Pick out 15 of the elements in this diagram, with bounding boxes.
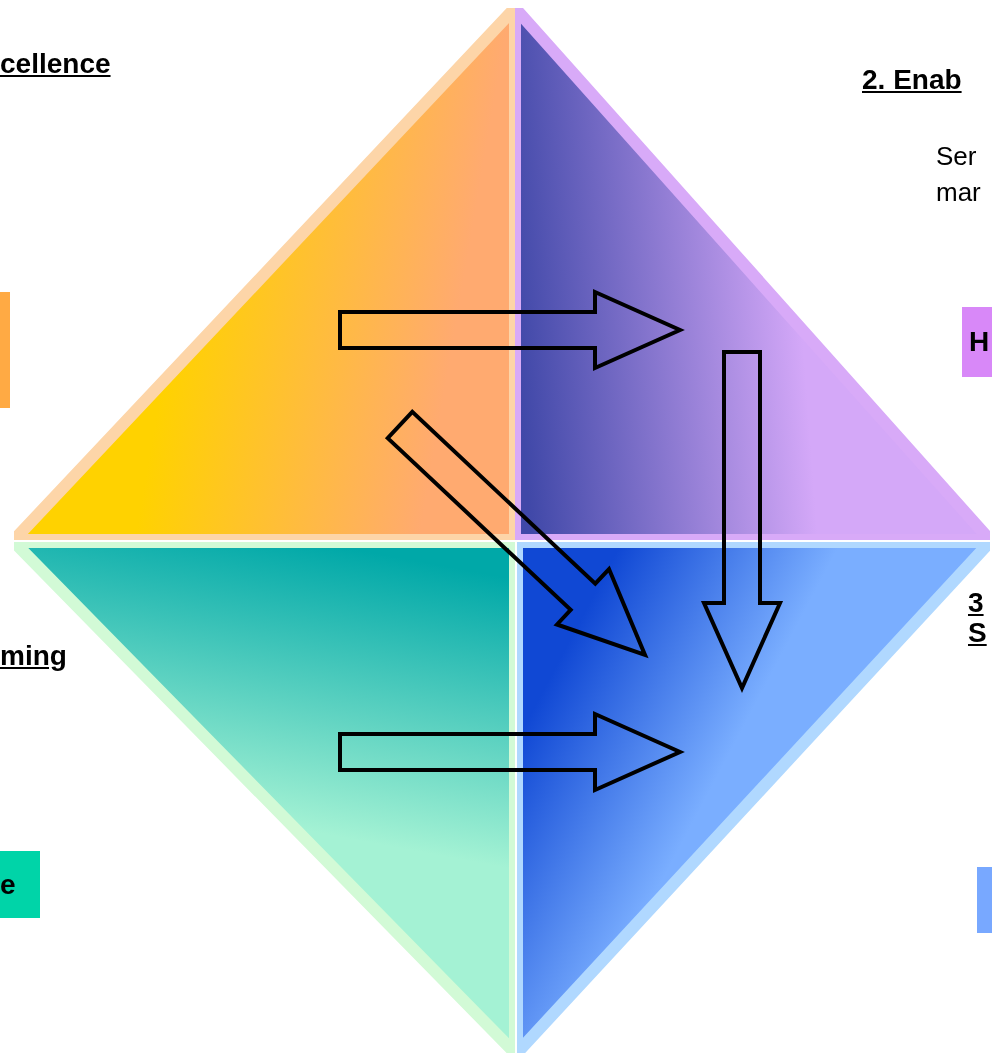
heading-text: 3 S <box>968 588 988 648</box>
heading-text: cellence <box>0 48 111 80</box>
block-arrow <box>700 350 784 693</box>
block-arrow <box>338 710 685 794</box>
body-text: Ser mar <box>936 140 982 209</box>
color-tab <box>0 292 10 408</box>
heading-text: 2. Enab <box>862 64 962 96</box>
tag-box: e <box>0 851 40 918</box>
triangle-panel <box>517 542 990 1053</box>
block-arrow <box>384 409 649 659</box>
tag-box: H <box>962 307 992 377</box>
heading-text: ming <box>0 640 67 672</box>
block-arrow <box>338 288 685 372</box>
color-tab <box>977 867 992 933</box>
triangle-panel <box>515 8 990 540</box>
